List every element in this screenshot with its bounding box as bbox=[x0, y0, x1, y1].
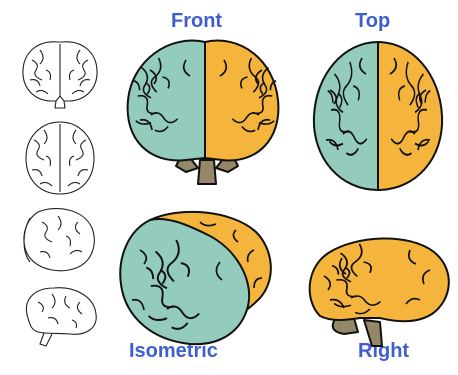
isometric-view-brain bbox=[120, 212, 271, 344]
sketch-isometric-brain bbox=[24, 209, 94, 271]
sketch-front-brain bbox=[23, 42, 97, 108]
top-view-brain bbox=[314, 42, 442, 190]
front-view-brain bbox=[128, 41, 279, 184]
sketch-right-brain bbox=[26, 288, 96, 346]
sketch-top-brain bbox=[26, 122, 94, 194]
right-view-brain bbox=[310, 238, 449, 346]
